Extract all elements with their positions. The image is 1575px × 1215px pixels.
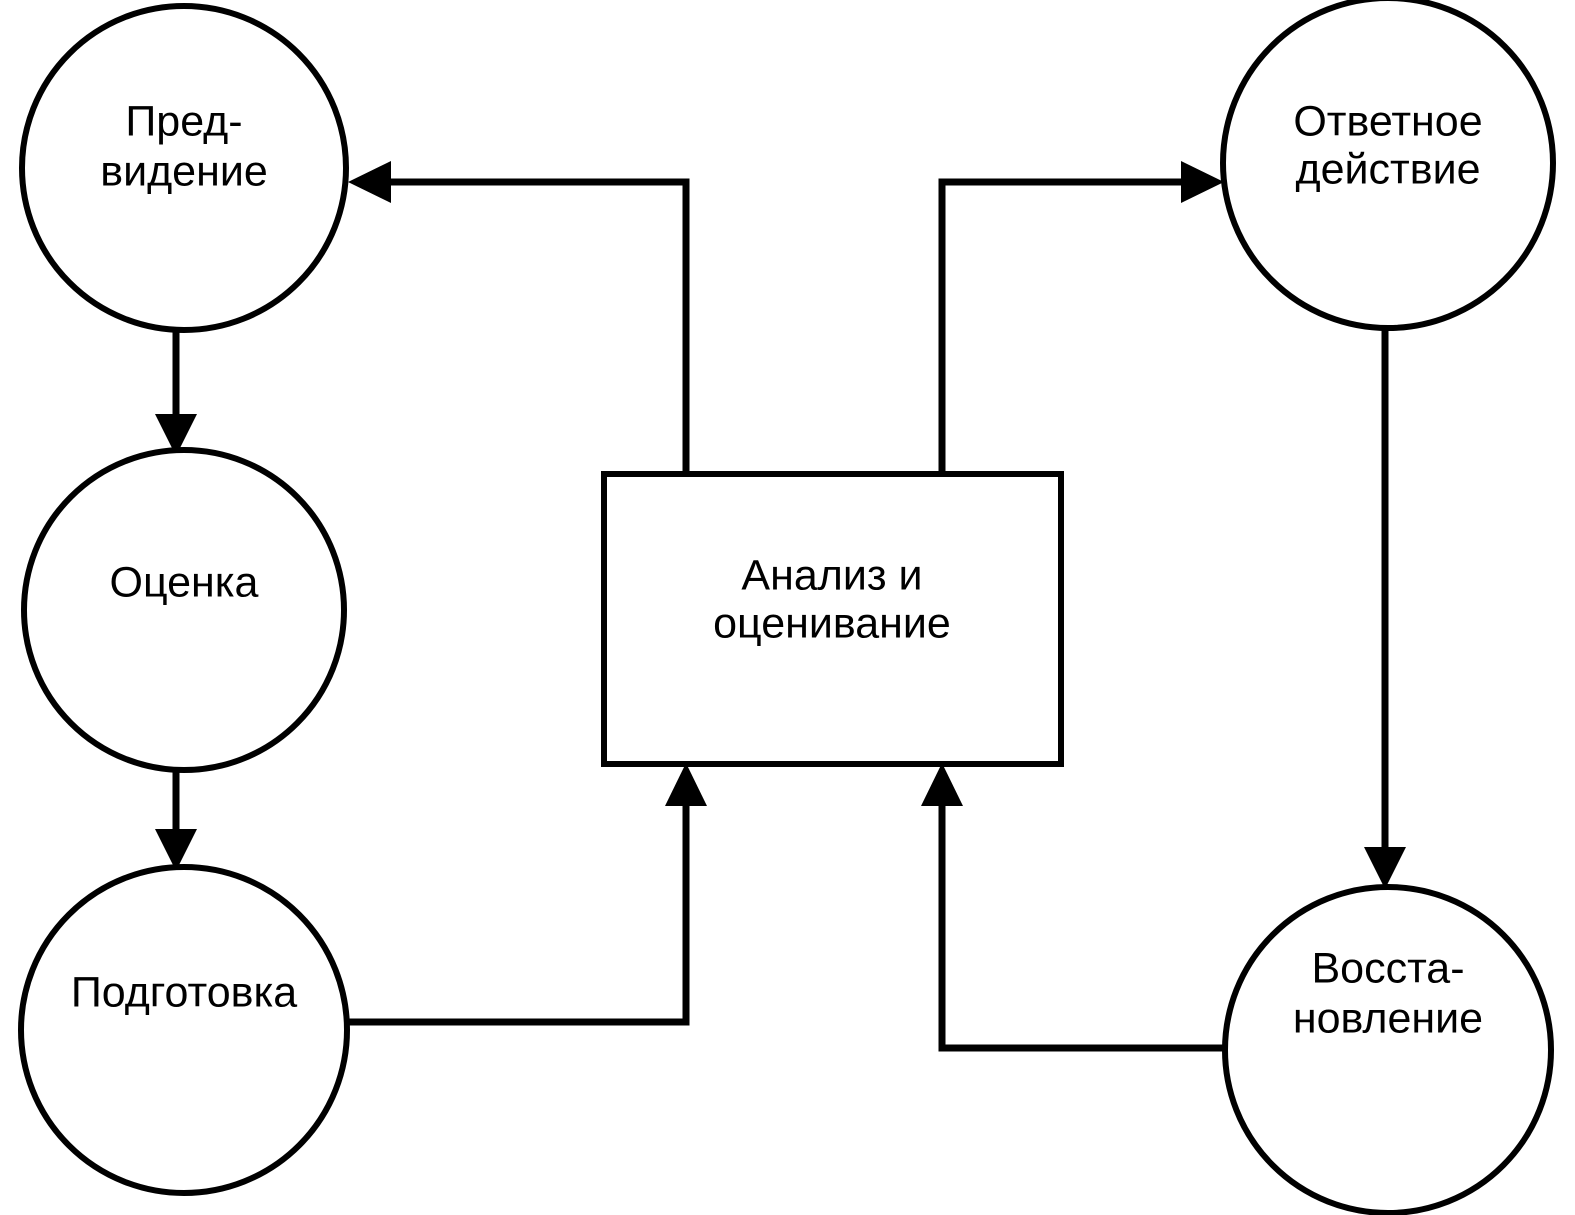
edge-line	[345, 795, 690, 1026]
node-foresight-circle[interactable]	[19, 3, 349, 333]
node-recovery-label-line1: Восста-	[1311, 944, 1464, 992]
edge-response-to-recovery	[1364, 322, 1406, 889]
node-response-label-line2: действие	[1296, 145, 1481, 193]
arrow-head-left-icon	[348, 161, 391, 203]
edge-analysis-to-foresight	[348, 161, 690, 477]
node-preparation[interactable]: Подготовка	[18, 864, 350, 1196]
node-foresight[interactable]: Пред- видение	[19, 3, 349, 333]
node-assessment-circle[interactable]	[21, 447, 347, 773]
node-foresight-label-line2: видение	[100, 147, 268, 195]
edge-foresight-to-assessment	[155, 327, 197, 456]
node-response-circle[interactable]	[1220, 0, 1556, 331]
edge-line	[380, 178, 690, 477]
node-preparation-circle[interactable]	[18, 864, 350, 1196]
node-analysis-rect[interactable]	[601, 471, 1064, 767]
arrow-head-down-icon	[155, 414, 197, 456]
node-analysis[interactable]: Анализ и оценивание	[601, 471, 1064, 767]
arrow-head-down-icon	[1364, 847, 1406, 889]
edge-line	[938, 795, 1228, 1052]
node-analysis-label-line2: оценивание	[713, 599, 951, 647]
arrow-head-down-icon	[155, 829, 197, 871]
edge-analysis-to-response	[938, 161, 1224, 477]
node-recovery-circle[interactable]	[1222, 884, 1554, 1215]
node-response-label-line1: Ответное	[1293, 97, 1482, 145]
node-recovery[interactable]: Восста- новление	[1222, 884, 1554, 1215]
arrow-head-up-icon	[665, 763, 707, 806]
edge-recovery-to-analysis	[921, 763, 1228, 1052]
node-assessment[interactable]: Оценка	[21, 447, 347, 773]
arrow-head-up-icon	[921, 763, 963, 806]
edge-preparation-to-analysis	[345, 763, 707, 1026]
node-assessment-label-line1: Оценка	[110, 558, 259, 606]
edge-line	[938, 178, 1192, 477]
node-recovery-label-line2: новление	[1293, 994, 1483, 1042]
edge-assessment-to-preparation	[155, 764, 197, 871]
node-foresight-label-line1: Пред-	[125, 97, 242, 145]
node-analysis-label-line1: Анализ и	[741, 551, 922, 599]
node-preparation-label-line1: Подготовка	[71, 968, 297, 1016]
arrow-head-right-icon	[1181, 161, 1224, 203]
node-response[interactable]: Ответное действие	[1220, 0, 1556, 331]
